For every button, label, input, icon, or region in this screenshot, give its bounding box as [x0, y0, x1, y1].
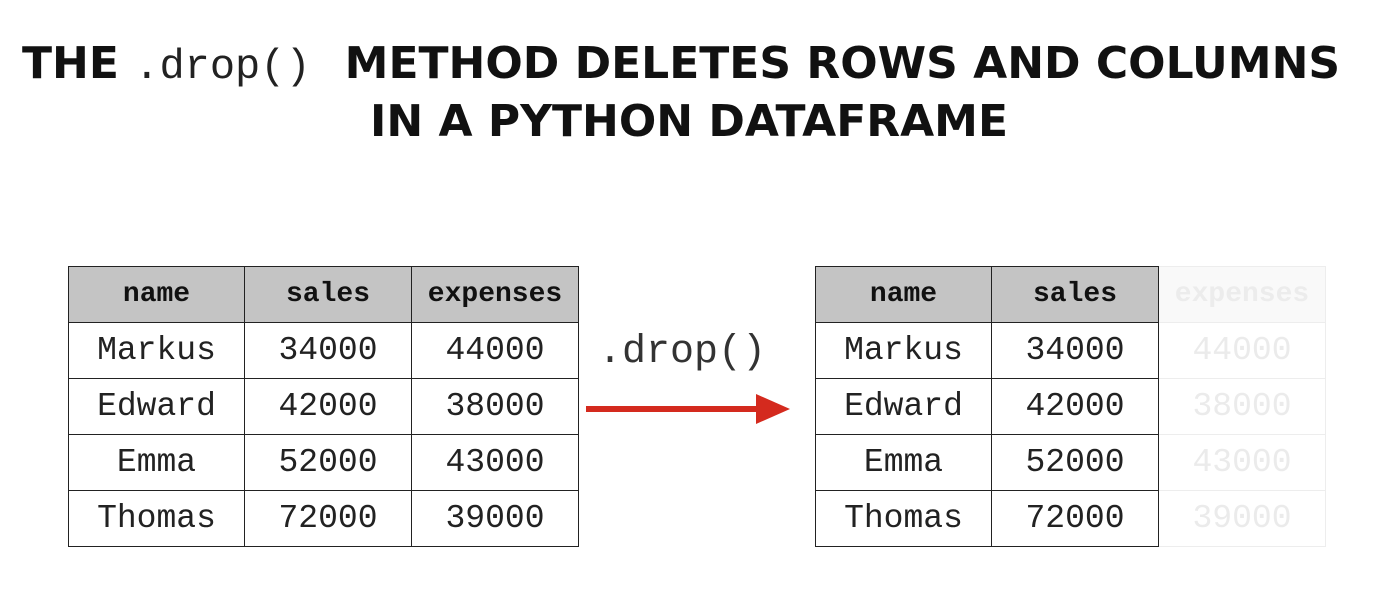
cell-name: Markus — [815, 322, 992, 379]
cell-sales: 52000 — [244, 434, 412, 491]
cell-sales: 72000 — [244, 490, 412, 547]
title-prefix: THE — [22, 38, 119, 89]
cell-name: Markus — [68, 322, 245, 379]
dataframe-after: name sales expenses Markus 34000 44000 E… — [815, 266, 1326, 547]
cell-sales: 34000 — [991, 322, 1159, 379]
table-row: Edward 42000 38000 — [68, 378, 579, 435]
table-row: Markus 34000 44000 — [68, 322, 579, 379]
dropped-cell-expenses: 38000 — [1158, 378, 1326, 435]
header-cell-name: name — [815, 266, 992, 323]
header-row: name sales expenses — [815, 266, 1326, 323]
table-row: Edward 42000 38000 — [815, 378, 1326, 435]
cell-sales: 42000 — [991, 378, 1159, 435]
operation-label: .drop() — [598, 330, 767, 375]
header-cell-expenses: expenses — [411, 266, 579, 323]
dropped-cell-expenses: 39000 — [1158, 490, 1326, 547]
cell-name: Thomas — [68, 490, 245, 547]
table-row: Emma 52000 43000 — [68, 434, 579, 491]
cell-expenses: 38000 — [411, 378, 579, 435]
cell-name: Emma — [815, 434, 992, 491]
dataframe-before: name sales expenses Markus 34000 44000 E… — [68, 266, 579, 547]
dropped-header-cell-expenses: expenses — [1158, 266, 1326, 323]
header-row: name sales expenses — [68, 266, 579, 323]
title-line-1: THE .drop() METHOD DELETES ROWS AND COLUM… — [22, 38, 1340, 93]
title-line-2: IN A PYTHON DATAFRAME — [370, 96, 1009, 147]
cell-name: Emma — [68, 434, 245, 491]
table-row: Emma 52000 43000 — [815, 434, 1326, 491]
cell-name: Edward — [68, 378, 245, 435]
cell-sales: 52000 — [991, 434, 1159, 491]
header-cell-name: name — [68, 266, 245, 323]
dropped-cell-expenses: 43000 — [1158, 434, 1326, 491]
cell-expenses: 44000 — [411, 322, 579, 379]
cell-expenses: 39000 — [411, 490, 579, 547]
table-row: Thomas 72000 39000 — [815, 490, 1326, 547]
arrow-right-icon — [586, 394, 790, 424]
title-suffix: METHOD DELETES ROWS AND COLUMNS — [344, 38, 1341, 89]
cell-name: Thomas — [815, 490, 992, 547]
cell-name: Edward — [815, 378, 992, 435]
cell-expenses: 43000 — [411, 434, 579, 491]
cell-sales: 42000 — [244, 378, 412, 435]
cell-sales: 34000 — [244, 322, 412, 379]
dropped-cell-expenses: 44000 — [1158, 322, 1326, 379]
table-row: Markus 34000 44000 — [815, 322, 1326, 379]
header-cell-sales: sales — [991, 266, 1159, 323]
table-row: Thomas 72000 39000 — [68, 490, 579, 547]
cell-sales: 72000 — [991, 490, 1159, 547]
header-cell-sales: sales — [244, 266, 412, 323]
title-code: .drop() — [134, 43, 311, 91]
